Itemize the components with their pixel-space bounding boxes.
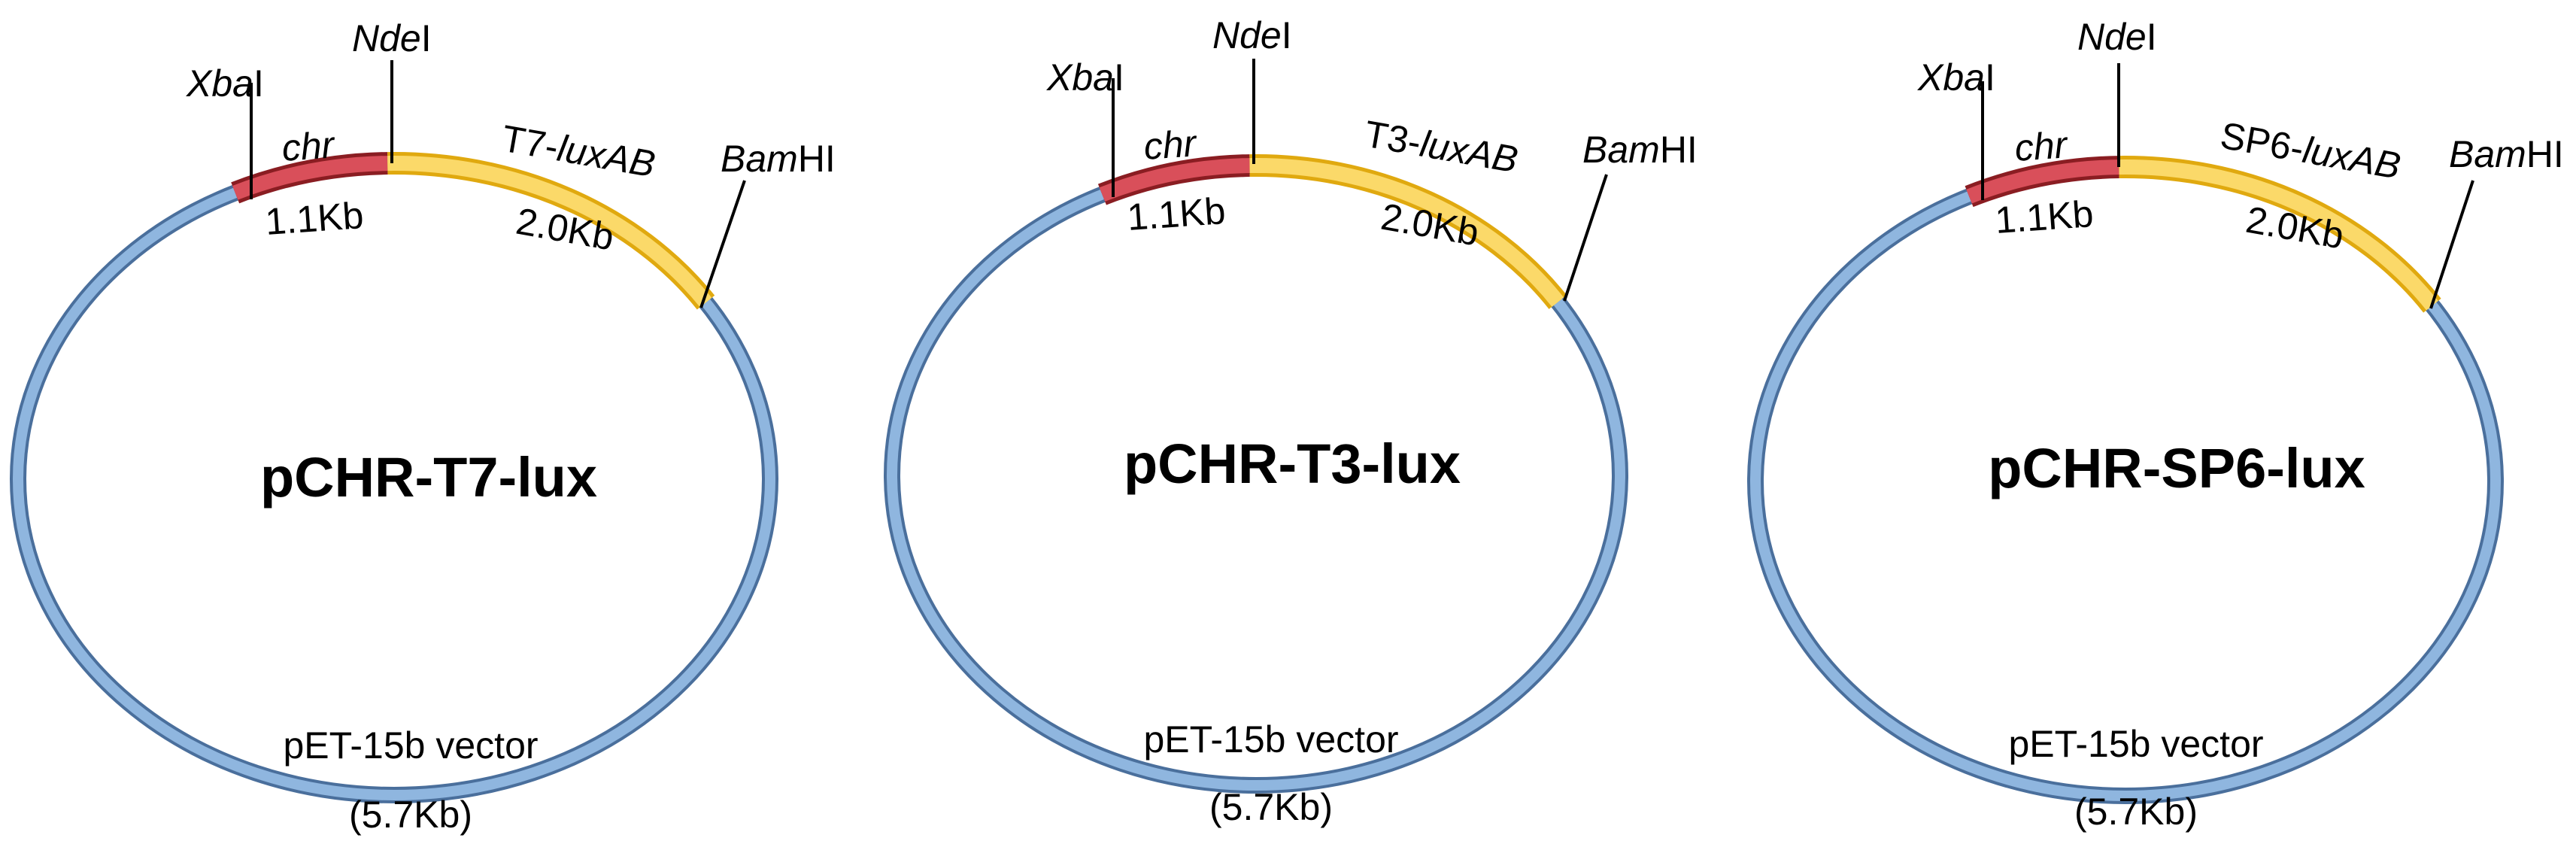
plasmid-2-bamhi-site-line [1563, 174, 1608, 302]
plasmid-2-chr-segment [1099, 158, 1250, 202]
plasmid-2-xbai-label: XbaI [1046, 56, 1124, 99]
plasmid-3-vector-size: (5.7Kb) [2074, 791, 2198, 833]
plasmid-1-vector-size: (5.7Kb) [349, 794, 472, 836]
plasmid-1-bamhi-site-line [699, 180, 746, 308]
plasmid-3-bamhi-label: BamHI [2449, 133, 2564, 175]
plasmid-3-chr-size-label: 1.1Kb [1994, 193, 2095, 241]
plasmid-map-1: XbaI NdeI BamHI chr 1.1Kb T7-luxAB 2.0Kb… [10, 17, 836, 836]
plasmid-2-name: pCHR-T3-lux [1124, 433, 1461, 495]
plasmid-3-bamhi-site-line [2429, 180, 2474, 309]
plasmid-1-bamhi-label: BamHI [721, 138, 836, 180]
plasmid-1-ndei-label: NdeI [352, 17, 432, 59]
plasmid-3-ndei-label: NdeI [2077, 16, 2157, 58]
plasmid-1-name: pCHR-T7-lux [260, 446, 597, 509]
plasmid-1-chr-label: chr [281, 123, 338, 169]
plasmid-3-vector-label: pET-15b vector [2008, 723, 2263, 765]
plasmid-2-ndei-label: NdeI [1212, 14, 1292, 56]
plasmid-1-vector-label: pET-15b vector [283, 724, 538, 767]
plasmid-2-vector-label: pET-15b vector [1143, 718, 1398, 761]
plasmid-2-insert-label: T3-luxAB [1361, 113, 1521, 181]
plasmid-2-vector-size: (5.7Kb) [1209, 786, 1333, 828]
plasmid-3-luxab-segment [2119, 159, 2438, 311]
plasmid-3-xbai-label: XbaI [1917, 56, 1995, 99]
plasmid-map-3: XbaI NdeI BamHI chr 1.1Kb SP6-luxAB 2.0K… [1747, 16, 2564, 833]
plasmid-1-xbai-label: XbaI [186, 62, 264, 105]
plasmid-3-name: pCHR-SP6-lux [1988, 437, 2365, 499]
plasmid-1-chr-size-label: 1.1Kb [264, 194, 365, 243]
plasmid-2-chr-size-label: 1.1Kb [1126, 190, 1227, 238]
plasmid-2-chr-label: chr [1142, 122, 1200, 168]
plasmid-3-chr-segment [1966, 159, 2119, 204]
plasmid-2-bamhi-label: BamHI [1582, 129, 1698, 171]
plasmid-map-2: XbaI NdeI BamHI chr 1.1Kb T3-luxAB 2.0Kb… [884, 14, 1698, 828]
plasmid-2-luxab-segment [1249, 158, 1564, 307]
plasmid-3-chr-label: chr [2013, 123, 2071, 169]
plasmid-1-luxab-segment [387, 156, 712, 308]
